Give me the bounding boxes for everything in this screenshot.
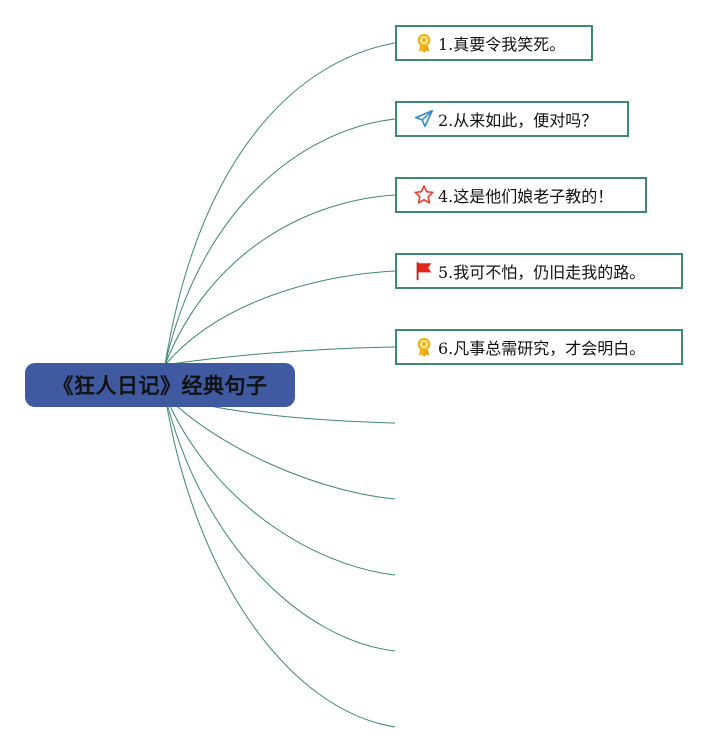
branch-node-3[interactable]: 4.这是他们娘老子教的！: [395, 177, 647, 213]
link-empty-3: [164, 394, 396, 576]
link-branch-5: [164, 346, 396, 366]
branch-node-2-text: 2.从来如此，便对吗？: [438, 111, 598, 130]
branch-node-2[interactable]: 2.从来如此，便对吗？: [395, 101, 629, 137]
link-branch-2: [164, 118, 396, 366]
link-branch-4: [164, 270, 396, 366]
branch-node-3-text: 4.这是他们娘老子教的！: [438, 187, 614, 206]
link-empty-2: [164, 394, 396, 500]
award-ribbon-icon: [417, 337, 431, 358]
award-ribbon-icon: [417, 33, 431, 54]
branch-node-5-text: 6.凡事总需研究，才会明白。: [438, 339, 646, 358]
star-icon: [414, 185, 434, 204]
branch-node-1-text: 1.真要令我笑死。: [438, 35, 566, 54]
link-empty-5: [164, 394, 396, 728]
branch-node-5[interactable]: 6.凡事总需研究，才会明白。: [395, 329, 683, 365]
paper-plane-icon: [414, 109, 434, 128]
red-flag-icon: [416, 262, 432, 281]
link-branch-1: [164, 42, 396, 366]
branch-node-1[interactable]: 1.真要令我笑死。: [395, 25, 593, 61]
branch-node-4-text: 5.我可不怕，仍旧走我的路。: [438, 263, 646, 282]
link-branch-3: [164, 194, 396, 366]
root-topic[interactable]: 《狂人日记》经典句子: [25, 363, 295, 407]
root-topic-label: 《狂人日记》经典句子: [52, 374, 268, 398]
link-empty-4: [164, 394, 396, 652]
branch-node-4[interactable]: 5.我可不怕，仍旧走我的路。: [395, 253, 683, 289]
